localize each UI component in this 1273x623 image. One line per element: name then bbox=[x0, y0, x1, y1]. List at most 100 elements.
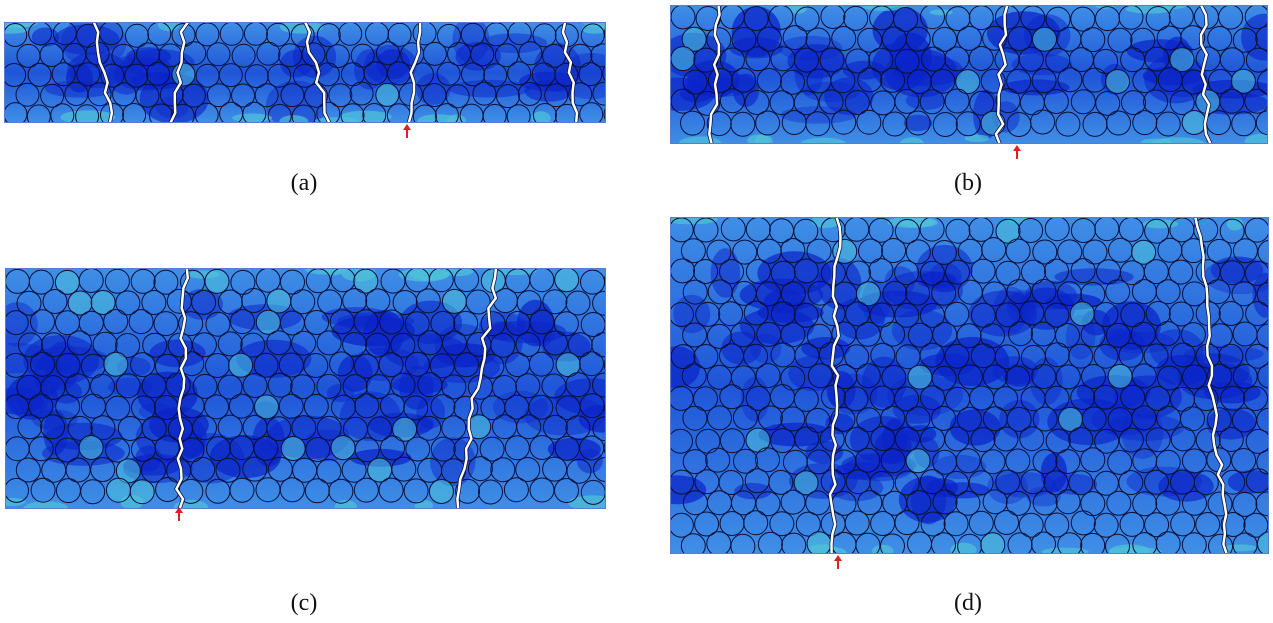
fiber-circle bbox=[340, 103, 365, 123]
stress-region bbox=[871, 42, 929, 91]
stress-region bbox=[542, 331, 591, 362]
fiber-circle bbox=[1107, 27, 1133, 53]
fiber-circle bbox=[230, 309, 255, 335]
fiber-circle bbox=[880, 67, 906, 93]
fiber-circle bbox=[757, 531, 783, 554]
fiber-circle bbox=[1118, 470, 1144, 496]
fiber-circle bbox=[354, 393, 380, 419]
fiber-circle bbox=[87, 82, 112, 107]
edge-highlight bbox=[442, 268, 474, 277]
fiber-circle bbox=[670, 469, 695, 495]
fiber-circle bbox=[730, 533, 756, 554]
fiber-circle bbox=[54, 269, 80, 295]
fiber-circle bbox=[945, 6, 971, 32]
fiber-circle bbox=[1155, 531, 1181, 554]
fiber-circle bbox=[843, 386, 869, 412]
fiber-circle bbox=[1107, 363, 1133, 389]
fiber-circle bbox=[818, 89, 844, 115]
fiber-circle bbox=[544, 83, 569, 108]
fiber-circle bbox=[743, 300, 769, 326]
fiber-circle bbox=[969, 90, 995, 116]
edge-highlight bbox=[950, 542, 977, 554]
fiber-circle bbox=[880, 448, 906, 474]
fiber-circle bbox=[1232, 27, 1258, 53]
fiber-circle bbox=[215, 457, 241, 483]
fiber-circle bbox=[1043, 89, 1069, 114]
fiber-circle bbox=[745, 46, 771, 72]
fiber-circle bbox=[1220, 512, 1246, 537]
fiber-circle bbox=[1081, 406, 1107, 432]
fiber-circle bbox=[266, 330, 292, 356]
fiber-circle bbox=[731, 490, 756, 516]
fiber-circle bbox=[1182, 490, 1207, 516]
fiber-circle bbox=[153, 311, 179, 337]
fiber-circle bbox=[745, 427, 771, 453]
stress-region bbox=[523, 395, 606, 436]
panel-a-image bbox=[4, 22, 606, 123]
stress-region bbox=[999, 399, 1040, 439]
fiber-circle bbox=[755, 110, 781, 136]
fiber-circle bbox=[412, 22, 437, 46]
fiber-circle bbox=[682, 405, 708, 431]
fiber-circle bbox=[1145, 386, 1171, 411]
fiber-circle bbox=[529, 435, 555, 460]
fiber-circle bbox=[154, 435, 180, 461]
fiber-circle bbox=[705, 447, 731, 473]
edge-highlight bbox=[1225, 544, 1257, 552]
fiber-circle bbox=[1057, 67, 1083, 93]
fiber-circle bbox=[194, 102, 219, 123]
fiber-circle bbox=[970, 427, 996, 453]
fiber-circle bbox=[1081, 364, 1106, 389]
fiber-circle bbox=[115, 333, 141, 358]
plate-border bbox=[670, 217, 1269, 554]
fiber-circle bbox=[291, 415, 317, 441]
fiber-circle bbox=[115, 373, 141, 399]
fiber-circle bbox=[4, 102, 28, 123]
fiber-circle bbox=[769, 511, 795, 537]
fiber-circle bbox=[554, 435, 580, 461]
fiber-circle bbox=[930, 68, 956, 94]
fiber-circle bbox=[743, 343, 769, 369]
fiber-circle bbox=[982, 489, 1008, 515]
red-arrow-icon bbox=[1012, 145, 1021, 159]
fiber-circle bbox=[103, 309, 129, 334]
stress-region bbox=[670, 346, 700, 389]
fiber-circle bbox=[1094, 217, 1120, 242]
fiber-circle bbox=[566, 458, 592, 484]
fiber-circle bbox=[1055, 364, 1081, 390]
fiber-circle bbox=[1231, 448, 1257, 473]
stress-region bbox=[337, 312, 415, 331]
fiber-circle bbox=[1068, 343, 1094, 369]
fiber-circle bbox=[1206, 238, 1232, 264]
fiber-circle bbox=[205, 311, 231, 337]
fiber-circle bbox=[770, 260, 796, 286]
fiber-circle bbox=[882, 111, 908, 137]
fiber-circle bbox=[254, 83, 279, 108]
fiber-circle bbox=[845, 48, 871, 74]
fiber-circle bbox=[430, 394, 456, 420]
fiber-circle bbox=[128, 309, 154, 335]
fiber-circle bbox=[882, 280, 908, 306]
fiber-circle bbox=[932, 26, 958, 52]
fiber-circle bbox=[931, 240, 957, 265]
fiber-circle bbox=[845, 301, 871, 327]
fiber-circle bbox=[1031, 531, 1056, 554]
fiber-circle bbox=[179, 351, 205, 377]
fiber-circle bbox=[315, 62, 340, 87]
fiber-circle bbox=[806, 531, 832, 554]
fiber-circle bbox=[920, 385, 945, 411]
fiber-circle bbox=[472, 81, 497, 106]
fiber-circle bbox=[1105, 279, 1131, 305]
panel-a-caption: (a) bbox=[290, 170, 318, 196]
fiber-circle bbox=[881, 364, 907, 390]
fiber-circle bbox=[190, 456, 216, 482]
fiber-circle bbox=[565, 415, 591, 441]
fiber-circle bbox=[732, 405, 758, 430]
fiber-circle bbox=[375, 41, 400, 66]
fiber-circle bbox=[919, 260, 945, 286]
fiber-circle bbox=[403, 478, 429, 504]
fiber-circle bbox=[316, 415, 342, 441]
fiber-circle bbox=[122, 103, 147, 123]
fiber-circle bbox=[1155, 321, 1181, 346]
fiber-circle bbox=[453, 310, 479, 336]
